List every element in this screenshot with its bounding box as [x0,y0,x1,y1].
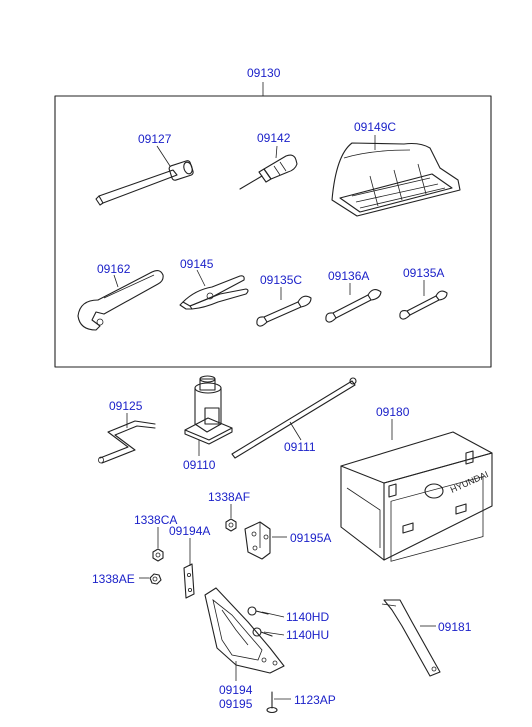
nut-1338ca [152,527,164,562]
box-logo-text: HYUNDAI [449,469,490,495]
spanner-09136a [325,283,382,323]
nut-1338ae [139,573,162,585]
part-label-1140hd[interactable]: 1140HD [286,610,330,624]
part-label-1338ca[interactable]: 1338CA [134,513,178,527]
part-label-09145[interactable]: 09145 [180,257,214,271]
tool-kit-frame [54,82,492,368]
part-label-09136a[interactable]: 09136A [328,269,370,283]
part-label-09195[interactable]: 09195 [219,697,253,711]
part-label-09142[interactable]: 09142 [257,131,291,145]
spanner-09135c [256,287,312,327]
tool-bag [331,135,461,217]
bracket-09194a [183,538,195,599]
spanner-09135a [399,280,448,320]
part-label-09110[interactable]: 09110 [183,458,216,472]
part-label-09135c[interactable]: 09135C [260,273,303,287]
pliers [179,269,249,310]
bolt-1140hd [247,606,285,618]
screw-1123ap [266,691,291,714]
hold-down-strap [381,599,441,677]
screwdriver [239,145,298,190]
bottle-jack [184,375,233,456]
part-label-1123ap[interactable]: 1123AP [294,693,336,707]
part-label-09162[interactable]: 09162 [97,262,131,276]
part-label-09180[interactable]: 09180 [376,405,410,419]
part-label-09194a[interactable]: 09194A [169,524,211,538]
part-label-09127[interactable]: 09127 [138,132,172,146]
part-label-09194[interactable]: 09194 [219,683,253,697]
part-label-09130[interactable]: 09130 [247,66,281,80]
tool-box: HYUNDAI [340,419,493,562]
bracket-09194 [204,587,285,681]
adjustable-wrench [77,269,164,331]
wheel-nut-wrench [95,145,194,206]
bracket-09195a [244,521,287,560]
bolt-1140hu [252,627,285,637]
part-label-09111[interactable]: 09111 [284,440,316,454]
part-label-1140hu[interactable]: 1140HU [286,628,330,642]
part-label-1338ae[interactable]: 1338AE [92,572,135,586]
part-label-09181[interactable]: 09181 [438,620,472,634]
jack-handle [98,413,156,464]
part-label-09195a[interactable]: 09195A [290,531,332,545]
nut-1338af [225,504,237,532]
part-label-09149c[interactable]: 09149C [354,120,397,134]
jack-rod [231,377,357,459]
part-label-09135a[interactable]: 09135A [403,266,445,280]
part-label-1338af[interactable]: 1338AF [208,490,251,504]
part-label-09125[interactable]: 09125 [109,399,143,413]
